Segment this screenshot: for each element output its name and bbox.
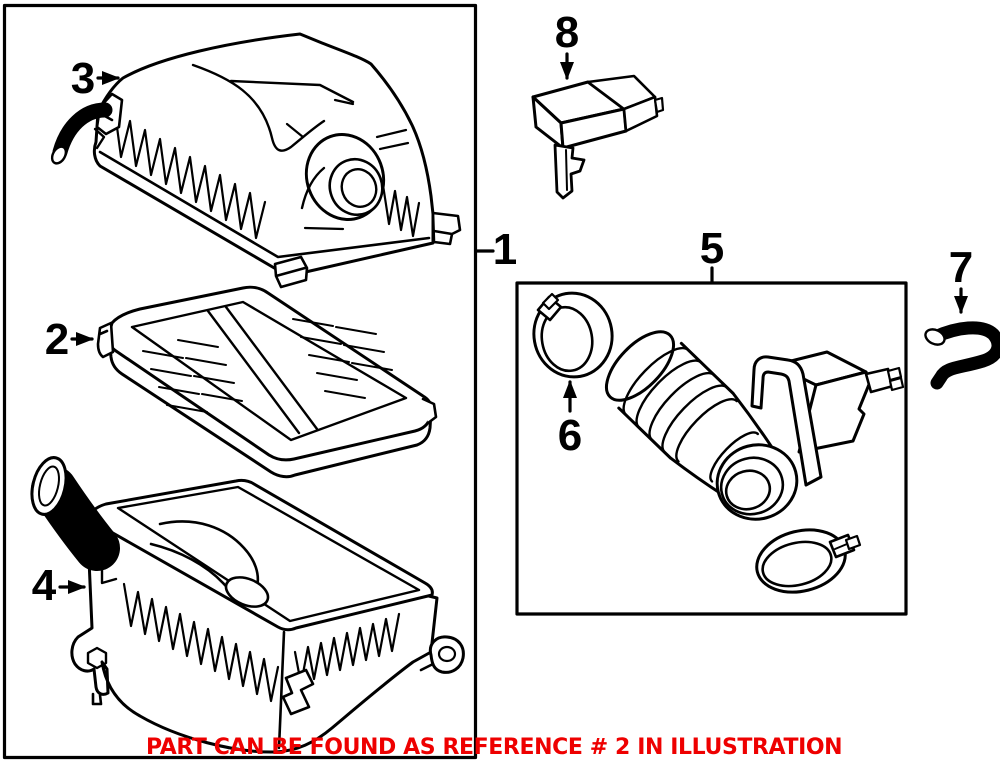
maf-sensor-drawing [531, 74, 665, 200]
filter-pleat-hatch-lines [142, 318, 393, 413]
housing-snorkel-boot-line [74, 526, 105, 547]
housing-right-hook [428, 635, 465, 674]
callout-3: 3 [71, 54, 95, 103]
cover-tick-marks [285, 98, 410, 231]
clamp-rear-screw-slot [834, 543, 848, 550]
resonator-connector-prongs [886, 366, 905, 392]
hose-end-bead [709, 431, 760, 483]
hose-silhouette [617, 341, 774, 497]
air-filter-element-drawing [96, 285, 438, 479]
hose-clamp-front-drawing [532, 291, 614, 379]
housing-hook-opening [437, 645, 457, 663]
air-cleaner-housing-drawing [30, 456, 465, 754]
cover-foot-front [273, 255, 309, 289]
cover-vent-tube-end [50, 145, 68, 165]
filter-left-tab [96, 321, 115, 359]
filter-inner-frame [130, 300, 408, 442]
callout-leaders [58, 52, 968, 594]
housing-snorkel-mouth-inner [38, 465, 60, 507]
housing-foot-stem [91, 692, 103, 706]
clamp-front-screw-head [541, 292, 560, 311]
cover-crease-1 [191, 63, 326, 152]
housing-funnel-mouth [224, 576, 270, 608]
clamp-rear-screw-head [844, 534, 862, 551]
cover-crease-2 [229, 79, 355, 104]
filter-divider [206, 305, 319, 435]
cover-rib-row-left [113, 110, 267, 240]
filter-skirt [107, 334, 433, 479]
hose-outlet-ring-inner [724, 469, 772, 511]
vent-hose-drawing [924, 321, 1000, 390]
callout-1: 1 [493, 225, 517, 274]
sensor-connector-front [622, 95, 659, 133]
housing-rib-row-right [293, 612, 401, 686]
vent-hose-inner [930, 323, 1000, 388]
housing-body [70, 512, 439, 754]
cover-outline [92, 32, 435, 278]
resonator-mounting-strap [750, 355, 823, 487]
vent-hose-open-end [924, 328, 946, 346]
cover-port-bore [340, 168, 378, 208]
cover-bracket-hook [93, 127, 106, 150]
cover-vent-tube-inner [55, 105, 110, 157]
housing-corner-seam [277, 630, 286, 750]
cover-flange-line [98, 150, 431, 259]
cover-foot-right [431, 211, 462, 246]
housing-bottom-tab [281, 668, 315, 716]
intake-hose-drawing [605, 330, 799, 521]
assembly-1-box [2, 3, 478, 760]
sensor-connector-end [653, 96, 665, 114]
callout-6: 6 [558, 411, 582, 460]
filter-top-face [107, 285, 433, 462]
air-cleaner-cover-drawing [50, 32, 462, 289]
callout-8: 8 [555, 8, 579, 57]
reference-note: PART CAN BE FOUND AS REFERENCE # 2 IN IL… [146, 735, 843, 760]
callout-4: 4 [32, 561, 57, 610]
cover-rib-row-right [381, 183, 421, 238]
cover-port-shoulder [300, 166, 326, 210]
callout-7: 7 [949, 243, 973, 292]
sensor-probe-line [565, 149, 568, 191]
housing-hook-link [419, 662, 435, 672]
hose-clamp-rear-drawing [755, 528, 862, 594]
housing-bracket-hole [86, 646, 108, 670]
hose-corrugation-ridges [622, 347, 738, 463]
clamp-rear-band-inner [761, 540, 833, 588]
filter-right-lip [421, 397, 438, 425]
callout-2: 2 [45, 315, 69, 364]
housing-rib-row-left [122, 582, 280, 703]
callout-5: 5 [700, 224, 724, 273]
sensor-probe [553, 143, 586, 200]
resonator-drawing [773, 350, 905, 454]
